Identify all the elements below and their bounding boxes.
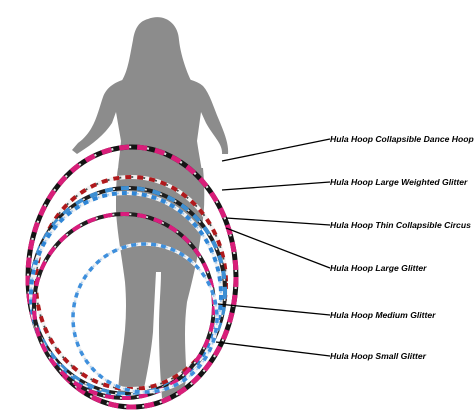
hoop-collapsible-dance [25,144,239,410]
label-medium-glitter: Hula Hoop Medium Glitter [330,310,436,320]
label-large-glitter: Hula Hoop Large Glitter [330,263,427,273]
hoop-small-glitter [71,242,219,394]
hoop-medium-glitter [32,212,216,400]
label-thin-collapsible-circus: Hula Hoop Thin Collapsible Circus [330,220,471,230]
label-collapsible-dance-hoop: Hula Hoop Collapsible Dance Hoop [330,134,474,144]
leader-line-thin-collapsible-circus [225,217,331,226]
label-large-weighted-glitter: Hula Hoop Large Weighted Glitter [330,177,468,187]
leader-line-small-glitter [215,341,331,357]
leader-lines [215,138,331,357]
woman-silhouette [72,17,229,398]
label-small-glitter: Hula Hoop Small Glitter [330,351,427,361]
leader-line-collapsible-dance [221,138,331,162]
leader-line-large-weighted-glitter [221,181,331,191]
leader-line-large-glitter [225,227,331,269]
hoop-layer [25,144,239,410]
leader-line-medium-glitter [217,303,331,316]
